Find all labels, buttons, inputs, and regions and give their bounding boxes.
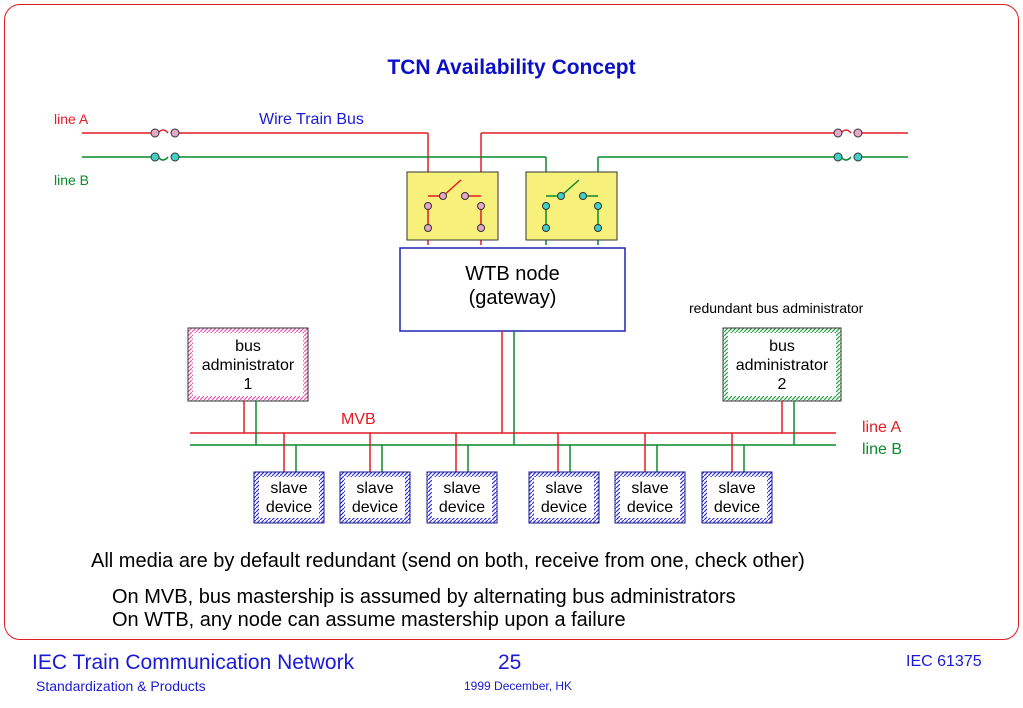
slave4-line1: slave bbox=[545, 480, 583, 497]
wtb-mastership-statement: On WTB, any node can assume mastership u… bbox=[112, 609, 626, 631]
slide-title: TCN Availability Concept bbox=[387, 56, 636, 79]
wtb-node-label: WTB node (gateway) bbox=[400, 262, 625, 310]
admin2-line3: 2 bbox=[777, 376, 787, 393]
admin1-line3: 1 bbox=[243, 376, 253, 393]
slave3-line1: slave bbox=[443, 480, 481, 497]
admin2-line2: administrator bbox=[735, 357, 829, 374]
footer-subtitle: Standardization & Products bbox=[36, 678, 206, 694]
slave-device-6 bbox=[701, 433, 773, 524]
slave-device-2 bbox=[339, 433, 411, 524]
page-number: 25 bbox=[498, 651, 522, 674]
switch-box-line-a bbox=[406, 171, 499, 241]
main-statement: All media are by default redundant (send… bbox=[91, 550, 805, 572]
wire-train-bus-label: Wire Train Bus bbox=[259, 111, 364, 128]
slave6-line2: device bbox=[713, 499, 761, 516]
slave-device-3-label: slave device bbox=[432, 479, 492, 517]
slave1-line1: slave bbox=[270, 480, 308, 497]
switch-box-line-b bbox=[525, 171, 618, 241]
slave2-line2: device bbox=[351, 499, 399, 516]
mvb-line-b-label: line B bbox=[862, 441, 903, 458]
slave-device-5 bbox=[614, 433, 686, 524]
bus-administrator-2-label: bus administrator 2 bbox=[728, 337, 836, 394]
slave-device-5-label: slave device bbox=[620, 479, 680, 517]
mvb-line-a-label: line A bbox=[862, 419, 902, 436]
slave-device-1 bbox=[253, 433, 325, 524]
admin2-line1: bus bbox=[769, 338, 795, 355]
mvb-mastership-statement: On MVB, bus mastership is assumed by alt… bbox=[112, 586, 736, 608]
slave3-line2: device bbox=[438, 499, 486, 516]
slave-device-4 bbox=[528, 433, 600, 524]
mvb-label: MVB bbox=[341, 411, 376, 428]
wtb-node-box bbox=[399, 247, 626, 332]
footer-title: IEC Train Communication Network bbox=[32, 651, 355, 674]
slave-devices bbox=[253, 433, 773, 524]
slave-device-3 bbox=[426, 433, 498, 524]
slave-device-1-label: slave device bbox=[259, 479, 319, 517]
admin1-line2: administrator bbox=[201, 357, 295, 374]
slave5-line2: device bbox=[626, 499, 674, 516]
slave2-line1: slave bbox=[356, 480, 394, 497]
wtb-line-b-label: line B bbox=[54, 172, 90, 188]
redundant-bus-administrator-label: redundant bus administrator bbox=[689, 300, 864, 316]
slave-device-6-label: slave device bbox=[707, 479, 767, 517]
footer-standard: IEC 61375 bbox=[906, 653, 982, 670]
wtb-node-line1: WTB node bbox=[465, 263, 560, 285]
bus-administrator-1-label: bus administrator 1 bbox=[193, 337, 303, 394]
slide-frame bbox=[4, 4, 1019, 640]
wtb-connectors bbox=[150, 128, 863, 162]
admin1-line1: bus bbox=[235, 338, 261, 355]
wtb-node-line2: (gateway) bbox=[468, 287, 557, 309]
wtb-line-a-label: line A bbox=[54, 111, 89, 127]
slave4-line2: device bbox=[540, 499, 588, 516]
slave5-line1: slave bbox=[631, 480, 669, 497]
footer-date: 1999 December, HK bbox=[464, 679, 573, 693]
slave1-line2: device bbox=[265, 499, 313, 516]
slave-device-2-label: slave device bbox=[345, 479, 405, 517]
slave-device-4-label: slave device bbox=[534, 479, 594, 517]
slave6-line1: slave bbox=[718, 480, 756, 497]
